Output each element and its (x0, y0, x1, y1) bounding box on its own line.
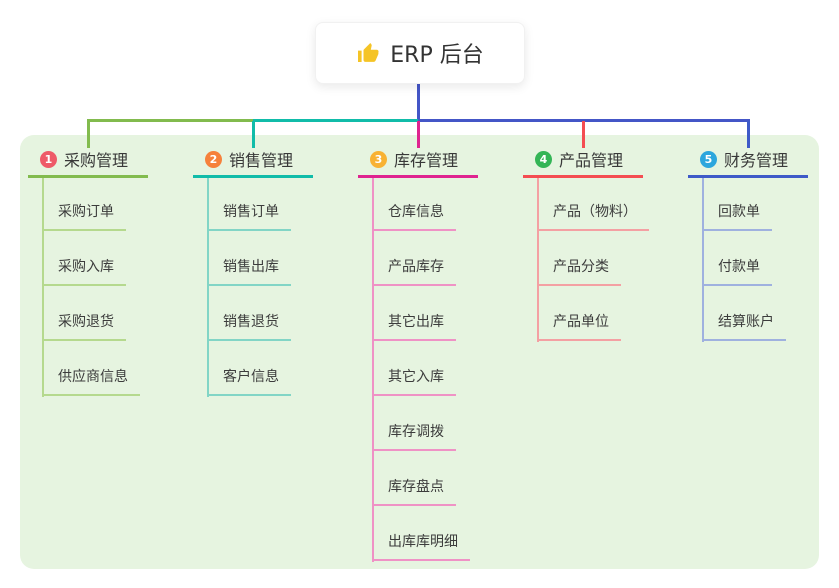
branch-label: 采购管理 (64, 151, 129, 170)
branch-label: 财务管理 (724, 151, 789, 170)
child-node[interactable]: 采购订单 (42, 202, 126, 231)
branch-connector-drop (251, 121, 255, 148)
branch-underline (358, 175, 478, 178)
root-node-label: ERP 后台 (390, 43, 484, 68)
branch-underline (688, 175, 808, 178)
branch-label: 产品管理 (559, 151, 624, 170)
child-node[interactable]: 仓库信息 (372, 202, 456, 231)
child-node[interactable]: 采购入库 (42, 257, 126, 286)
branch-connector-drop (86, 121, 90, 148)
children-connector-line (42, 178, 44, 397)
child-node[interactable]: 销售退货 (207, 312, 291, 341)
branch-number-badge: 4 (535, 150, 552, 168)
child-node[interactable]: 产品（物料） (537, 202, 649, 231)
branch-number-badge: 5 (700, 150, 717, 168)
mindmap-background-panel (20, 135, 819, 569)
child-node[interactable]: 产品分类 (537, 257, 621, 286)
child-node[interactable]: 销售订单 (207, 202, 291, 231)
branch-connector-drop (581, 121, 585, 148)
branch-number-badge: 3 (370, 150, 387, 168)
branch-node-4[interactable]: 4 产品管理 (535, 149, 624, 170)
branch-connector-drop (746, 121, 750, 148)
root-connector-line (416, 82, 420, 122)
branch-number-badge: 2 (205, 150, 222, 168)
child-node[interactable]: 库存调拨 (372, 422, 456, 451)
branch-underline (523, 175, 643, 178)
child-node[interactable]: 出库库明细 (372, 532, 470, 561)
bus-segment-right-blue (418, 119, 750, 122)
child-node[interactable]: 结算账户 (702, 312, 786, 341)
branch-node-5[interactable]: 5 财务管理 (700, 149, 789, 170)
children-connector-line (702, 178, 704, 342)
bus-segment-left-teal (253, 119, 419, 122)
child-node[interactable]: 供应商信息 (42, 367, 140, 396)
branch-connector-drop (416, 121, 420, 148)
bus-segment-left-green (86, 119, 254, 122)
children-connector-line (207, 178, 209, 397)
child-node[interactable]: 产品单位 (537, 312, 621, 341)
children-connector-line (537, 178, 539, 342)
branch-underline (28, 175, 148, 178)
branch-label: 销售管理 (229, 151, 294, 170)
branch-number-badge: 1 (40, 150, 57, 168)
thumbs-up-icon (356, 41, 380, 65)
branch-node-1[interactable]: 1 采购管理 (40, 149, 129, 170)
child-node[interactable]: 其它出库 (372, 312, 456, 341)
child-node[interactable]: 库存盘点 (372, 477, 456, 506)
branch-label: 库存管理 (394, 151, 459, 170)
branch-underline (193, 175, 313, 178)
child-node[interactable]: 销售出库 (207, 257, 291, 286)
child-node[interactable]: 产品库存 (372, 257, 456, 286)
branch-node-2[interactable]: 2 销售管理 (205, 149, 294, 170)
children-connector-line (372, 178, 374, 562)
child-node[interactable]: 采购退货 (42, 312, 126, 341)
root-node[interactable]: ERP 后台 (315, 22, 525, 84)
child-node[interactable]: 付款单 (702, 257, 772, 286)
child-node[interactable]: 客户信息 (207, 367, 291, 396)
child-node[interactable]: 其它入库 (372, 367, 456, 396)
branch-node-3[interactable]: 3 库存管理 (370, 149, 459, 170)
child-node[interactable]: 回款单 (702, 202, 772, 231)
